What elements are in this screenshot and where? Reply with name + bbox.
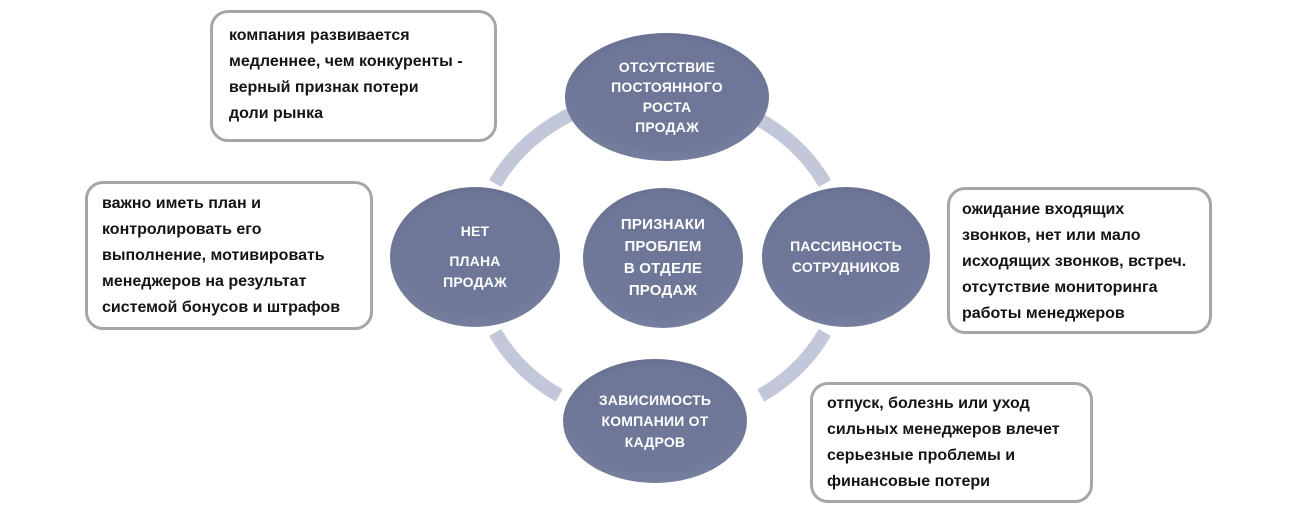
text-line: ПРОДАЖ [635,119,699,135]
text-line: КАДРОВ [624,433,686,450]
text-line: компания развивается [229,27,410,44]
text-line: важно иметь план и [102,195,261,212]
callout-sales-plan-note: важно иметь план и контролировать его выпо… [85,181,373,330]
callout-text: важно иметь план и контролировать его выпо… [102,191,356,321]
text-line: медленнее, чем конкуренты - [229,53,463,70]
node-label: ПАССИВНОСТЬ СОТРУДНИКОВ [790,236,902,278]
text-line: менеджеров на результат [102,273,307,290]
text-line: отсутствие мониторинга [962,279,1158,296]
text-line: отпуск, болезнь или уход [827,395,1030,412]
text-line: ЗАВИСИМОСТЬ [598,391,712,408]
text-line: ОТСУТСТВИЕ [618,59,716,75]
text-line: системой бонусов и штрафов [102,299,341,316]
text-line: исходящих звонков, встреч. [962,253,1187,270]
node-problem-signs-center: ПРИЗНАКИ ПРОБЛЕМ В ОТДЕЛЕ ПРОДАЖ [583,188,743,328]
text-line: контролировать его [102,221,262,238]
text-line: ожидание входящих [962,201,1125,218]
text-line: В ОТДЕЛЕ [623,260,703,277]
text-line: ПРОДАЖ [628,282,698,299]
ring-arc-bottom-left [489,328,563,402]
text-line: звонков, нет или мало [962,227,1141,244]
callout-staff-dependence-note: отпуск, болезнь или уход сильных менеджер… [810,382,1093,503]
text-line: РОСТА [642,99,692,115]
ring-arc-bottom-right [757,328,831,402]
node-no-sales-plan: НЕТ ПЛАНА ПРОДАЖ [390,187,560,327]
node-label: ЗАВИСИМОСТЬ КОМПАНИИ ОТ КАДРОВ [599,390,711,453]
text-line: ПРИЗНАКИ [620,216,706,233]
callout-passive-employees-note: ожидание входящих звонков, нет или мало ис… [947,187,1212,334]
text-line: ПРОДАЖ [443,274,507,290]
node-label: НЕТ ПЛАНА ПРОДАЖ [443,221,507,293]
node-dependence-on-staff: ЗАВИСИМОСТЬ КОМПАНИИ ОТ КАДРОВ [563,359,747,483]
text-line: сильных менеджеров влечет [827,421,1060,438]
text-line: КОМПАНИИ ОТ [601,412,709,429]
text-line: финансовые потери [827,473,990,490]
text-line: серьезные проблемы и [827,447,1016,464]
callout-text: отпуск, болезнь или уход сильных менеджер… [827,391,1076,495]
text-line: НЕТ [460,223,490,239]
node-label: ПРИЗНАКИ ПРОБЛЕМ В ОТДЕЛЕ ПРОДАЖ [621,214,705,302]
node-passive-employees: ПАССИВНОСТЬ СОТРУДНИКОВ [762,187,930,327]
text-line: ПРОБЛЕМ [624,238,702,255]
node-no-constant-sales-growth: ОТСУТСТВИЕ ПОСТОЯННОГО РОСТА ПРОДАЖ [565,33,769,161]
text-line: верный признак потери [229,79,419,96]
text-line: выполнение, мотивировать [102,247,325,264]
text-line: ПОСТОЯННОГО [611,79,723,95]
text-line: ПАССИВНОСТЬ [790,238,902,254]
callout-slower-growth-note: компания развивается медленнее, чем конку… [210,10,497,142]
node-label: ОТСУТСТВИЕ ПОСТОЯННОГО РОСТА ПРОДАЖ [611,57,723,137]
text-line: работы менеджеров [962,305,1125,322]
callout-text: ожидание входящих звонков, нет или мало ис… [962,197,1197,327]
text-line: доли рынка [229,105,323,122]
ring-arc-top-left [489,105,579,188]
text-line: ПЛАНА [449,253,501,269]
callout-text: компания развивается медленнее, чем конку… [229,23,478,127]
text-line: СОТРУДНИКОВ [791,259,901,275]
